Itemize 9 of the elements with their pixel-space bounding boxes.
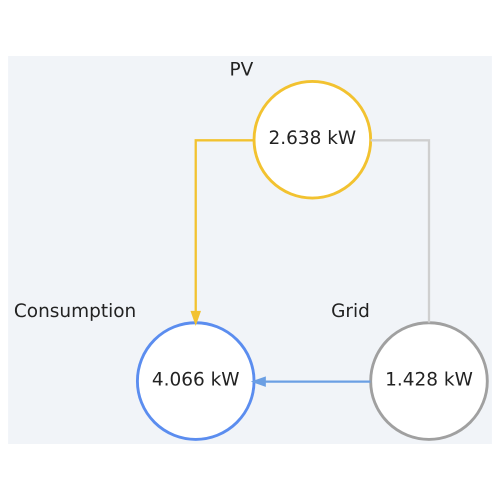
node-label: Consumption xyxy=(14,300,136,322)
node-circle: 1.428 kW xyxy=(369,321,489,441)
arrow xyxy=(250,376,370,387)
connector xyxy=(370,139,430,322)
node-label: Grid xyxy=(331,300,370,322)
arrow xyxy=(190,139,254,326)
node-label: PV xyxy=(229,59,254,80)
node-circle: 4.066 kW xyxy=(136,321,256,441)
node-circle: 2.638 kW xyxy=(252,80,372,200)
